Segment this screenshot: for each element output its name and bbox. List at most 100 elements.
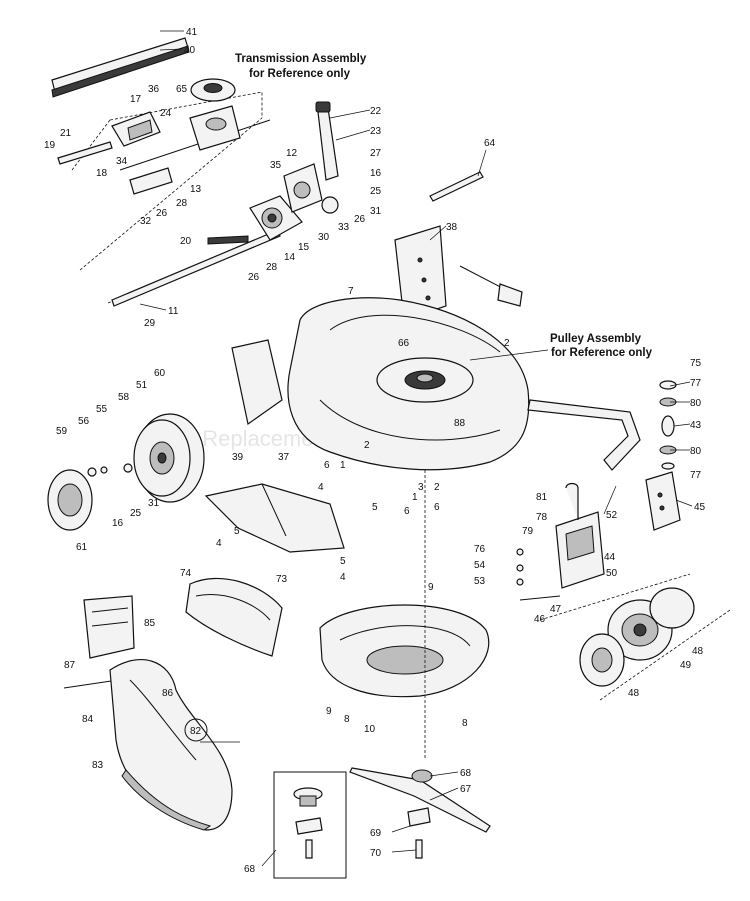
callout-15: 15 [298,242,310,253]
discharge-chute [204,483,345,553]
callout-83: 83 [92,760,104,771]
callout-28-a: 28 [176,198,188,209]
callout-26-b: 26 [354,214,366,225]
callout-68-a: 68 [460,768,472,779]
callout-4-c: 4 [340,572,346,583]
callout-2-c: 2 [434,482,440,493]
callout-4-a: 4 [318,482,324,493]
callout-59: 59 [56,426,68,437]
callout-12: 12 [286,148,298,159]
shift-lever-bracket [129,167,173,195]
callout-77-a: 77 [690,378,702,389]
callout-27: 27 [370,148,382,159]
callout-88: 88 [454,418,466,429]
callout-34: 34 [116,156,128,167]
front-wheel [607,587,695,661]
callout-46: 46 [534,614,546,625]
front-wheel-dashed [539,573,731,701]
callout-45: 45 [694,502,706,513]
drive-chain [207,235,249,245]
callout-77-b: 77 [690,470,702,481]
callout-25-a: 25 [370,186,382,197]
pinion-assembly [283,163,339,214]
callout-76: 76 [474,544,486,555]
throttle-cable [459,265,523,307]
callout-81: 81 [536,492,548,503]
callout-85: 85 [144,618,156,629]
transmission-title-line2: for Reference only [249,68,351,80]
callout-28-b: 28 [266,262,278,273]
cable-tie [429,171,484,202]
callout-48-b: 48 [628,688,640,699]
callout-31-a: 31 [370,206,382,217]
blade-adapter-inset [273,771,347,879]
callout-10: 10 [364,724,376,735]
callout-66: 66 [398,338,410,349]
wheel-height-adjuster [555,511,605,589]
callout-64: 64 [484,138,496,149]
callout-25-b: 25 [130,508,142,519]
callout-24: 24 [160,108,172,119]
callout-51: 51 [136,380,148,391]
callout-2-b: 2 [364,440,370,451]
callout-50: 50 [606,568,618,579]
callout-47: 47 [550,604,562,615]
pulley-title: Pulley Assembly for Reference only [550,333,653,359]
callout-80-b: 80 [690,446,702,457]
callout-17: 17 [130,94,142,105]
callout-14: 14 [284,252,296,263]
callout-67: 67 [460,784,472,795]
callout-7: 7 [348,286,354,297]
callout-19: 19 [44,140,56,151]
callout-6-c: 6 [404,506,410,517]
transmission-title: Transmission Assembly for Reference only [235,53,367,80]
callout-36: 36 [148,84,160,95]
callout-9-a: 9 [428,582,434,593]
callout-40: 40 [184,45,196,56]
callout-20: 20 [180,236,192,247]
callout-6-a: 6 [324,460,330,471]
pulley-title-line2: for Reference only [551,347,653,359]
front-pivot-parts [659,380,677,470]
callout-5-c: 5 [340,556,346,567]
shift-lever [315,101,339,181]
mower-deck [287,297,530,471]
transmission-title-line1: Transmission Assembly [235,53,367,65]
callout-39: 39 [232,452,244,463]
front-wheel-cap [579,633,625,687]
callout-69: 69 [370,828,382,839]
wheel-gear-left [249,195,303,241]
callout-87: 87 [64,660,76,671]
callout-58: 58 [118,392,130,403]
callout-43: 43 [690,420,702,431]
axle-rod [57,141,281,307]
rear-deck-bracket [231,339,283,426]
callout-70: 70 [370,848,382,859]
callout-8-a: 8 [344,714,350,725]
blade [349,767,491,833]
callout-54: 54 [474,560,486,571]
callout-8-b: 8 [462,718,468,729]
callout-73: 73 [276,574,288,585]
rear-wheel [133,413,205,503]
callout-16-b: 16 [112,518,124,529]
bag-circle-82 [184,718,208,742]
callout-41: 41 [186,27,198,38]
blade-housing [319,604,490,698]
callout-74: 74 [180,568,192,579]
shield-bar [51,37,190,98]
callout-78: 78 [536,512,548,523]
callout-5-b: 5 [234,526,240,537]
front-wheel-hardware [516,482,579,601]
callout-1: 1 [340,460,346,471]
callout-86: 86 [162,688,174,699]
callout-26-c: 26 [248,272,260,283]
callout-75: 75 [690,358,702,369]
callout-4-b: 4 [216,538,222,549]
grass-bag [109,659,233,831]
callout-13: 13 [190,184,202,195]
rear-wheel-cap [47,469,93,531]
callout-44: 44 [604,552,616,563]
callout-48-a: 48 [692,646,704,657]
